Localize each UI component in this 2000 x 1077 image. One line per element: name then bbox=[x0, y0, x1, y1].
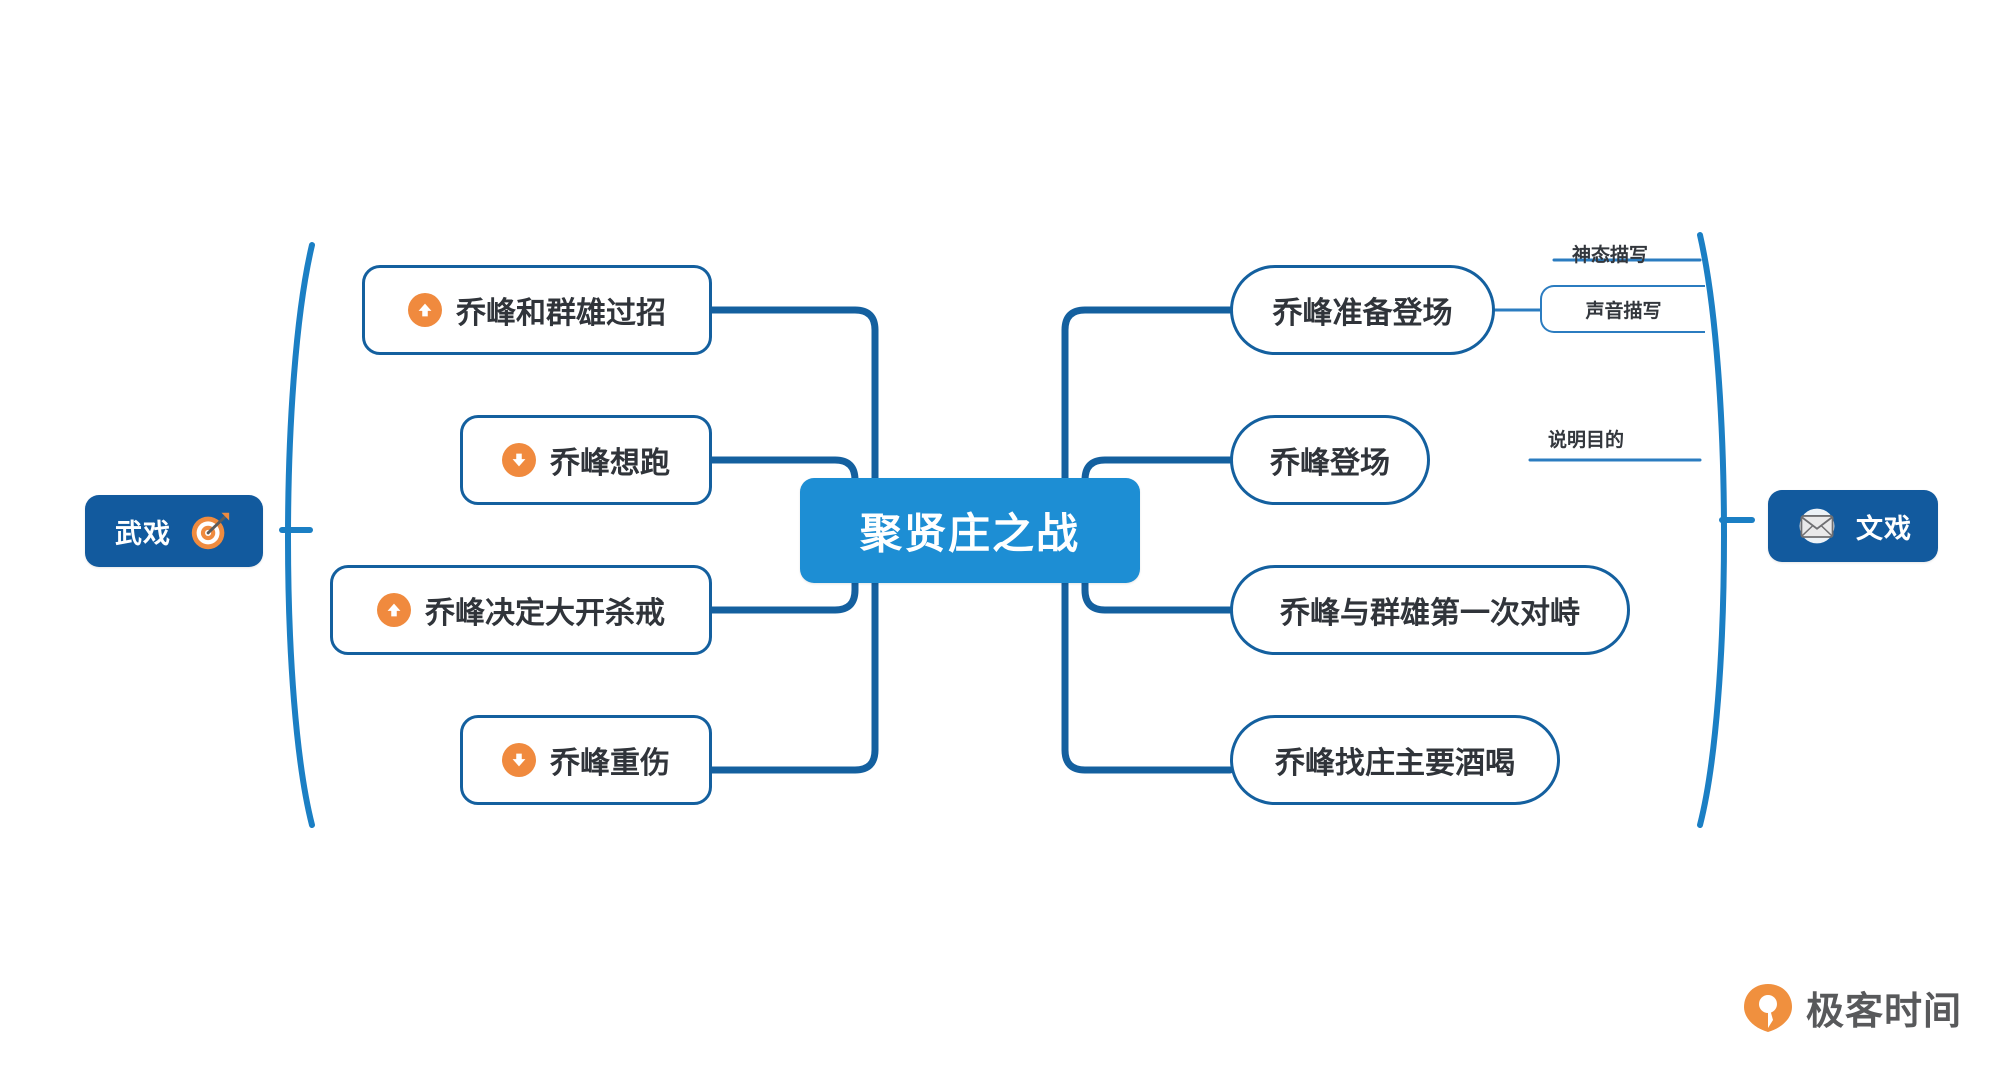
left-node-4[interactable]: 乔峰重伤 bbox=[460, 715, 712, 805]
left-node-3-label: 乔峰决定大开杀戒 bbox=[425, 597, 665, 630]
left-node-4-label: 乔峰重伤 bbox=[550, 747, 670, 780]
arrow-down-icon bbox=[502, 743, 536, 777]
right-node-2[interactable]: 乔峰登场 bbox=[1230, 415, 1430, 505]
right-node-1-label: 乔峰准备登场 bbox=[1272, 297, 1453, 330]
left-node-1[interactable]: 乔峰和群雄过招 bbox=[362, 265, 712, 355]
root-node[interactable]: 聚贤庄之战 bbox=[800, 478, 1140, 583]
right-node-3-label: 乔峰与群雄第一次对峙 bbox=[1280, 597, 1580, 630]
watermark-brand: 极客时间 bbox=[1805, 991, 1962, 1033]
left-node-3[interactable]: 乔峰决定大开杀戒 bbox=[330, 565, 712, 655]
left-node-2[interactable]: 乔峰想跑 bbox=[460, 415, 712, 505]
arrow-down-icon bbox=[502, 443, 536, 477]
category-label-wenxi: 文戏 bbox=[1856, 513, 1912, 544]
right-node-3[interactable]: 乔峰与群雄第一次对峙 bbox=[1230, 565, 1630, 655]
right-node-2-label: 乔峰登场 bbox=[1270, 447, 1390, 480]
right-node-4[interactable]: 乔峰找庄主要酒喝 bbox=[1230, 715, 1560, 805]
arrow-up-icon bbox=[377, 593, 411, 627]
target-dartboard-icon bbox=[187, 508, 233, 554]
left-node-1-label: 乔峰和群雄过招 bbox=[456, 297, 666, 330]
left-node-2-label: 乔峰想跑 bbox=[550, 447, 670, 480]
geekbang-logo-icon bbox=[1742, 982, 1794, 1034]
category-label-wuxi: 武戏 bbox=[115, 518, 171, 549]
arrow-up-icon bbox=[408, 293, 442, 327]
right-node-4-label: 乔峰找庄主要酒喝 bbox=[1275, 747, 1515, 780]
watermark: 极客时间 bbox=[1742, 980, 1962, 1035]
envelope-mail-icon bbox=[1794, 503, 1840, 549]
category-node-wuxi[interactable]: 武戏 bbox=[85, 495, 263, 567]
sub-node-shengyin-miaoxie-label: 声音描写 bbox=[1585, 300, 1662, 322]
category-node-wenxi[interactable]: 文戏 bbox=[1768, 490, 1938, 562]
left-bracket bbox=[285, 242, 315, 828]
sub-node-shengyin-miaoxie[interactable]: 声音描写 bbox=[1540, 285, 1705, 333]
right-node-1[interactable]: 乔峰准备登场 bbox=[1230, 265, 1495, 355]
sub-label-shuoming-mudi[interactable]: 说明目的 bbox=[1548, 430, 1625, 451]
sub-label-shentai-miaoxie[interactable]: 神态描写 bbox=[1572, 245, 1649, 266]
root-node-label: 聚贤庄之战 bbox=[859, 510, 1080, 557]
